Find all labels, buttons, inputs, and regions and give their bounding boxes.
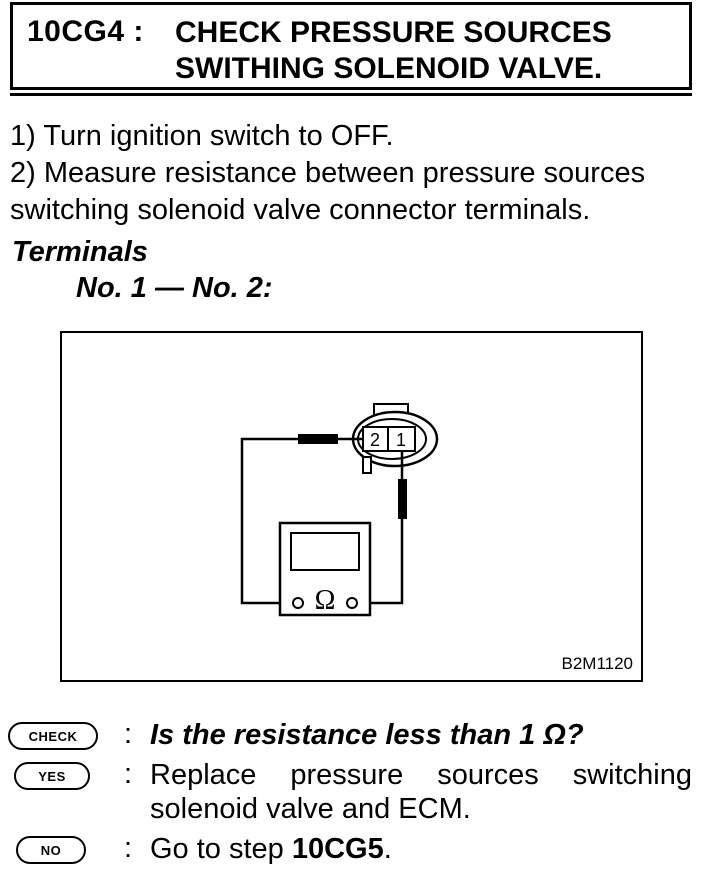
no-colon: : (124, 832, 133, 864)
terminals-heading: Terminals (12, 236, 148, 268)
ohmmeter: Ω (278, 521, 372, 617)
yes-colon: : (124, 758, 133, 790)
step-title-line1: CHECK PRESSURE SOURCES (175, 16, 612, 49)
check-colon: : (124, 718, 133, 750)
no-action: Go to step 10CG5. (150, 832, 692, 866)
step-header: 10CG4 : CHECK PRESSURE SOURCES SWITHING … (10, 2, 692, 90)
instruction-line-1: 1) Turn ignition switch to OFF. (10, 120, 394, 152)
step-title-line2: SWITHING SOLENOID VALVE. (175, 52, 603, 85)
instruction-line-2: 2) Measure resistance between pressure s… (10, 157, 646, 189)
check-question: Is the resistance less than 1 Ω? (150, 719, 584, 751)
check-badge: CHECK (8, 722, 98, 750)
yes-line-2: solenoid valve and ECM. (150, 793, 471, 825)
no-text-prefix: Go to step (150, 833, 292, 865)
step-title: CHECK PRESSURE SOURCES SWITHING SOLENOID… (175, 15, 612, 87)
no-step-link: 10CG5 (291, 833, 384, 865)
yes-badge: YES (14, 762, 90, 790)
figure-id: B2M1120 (561, 654, 633, 673)
step-code: 10CG4 : (27, 15, 144, 48)
solenoid-connector: 2 1 (351, 403, 439, 474)
probe-left (298, 434, 338, 444)
instructions: 1) Turn ignition switch to OFF. 2) Measu… (10, 118, 694, 229)
wiring-diagram: 2 1 Ω (240, 403, 439, 617)
wiring-figure: 2 1 Ω B2M1120 (60, 331, 643, 682)
yes-line-1: Replace pressure sources switching (150, 759, 692, 791)
connector-pin-2: 2 (370, 430, 380, 450)
ohm-symbol: Ω (315, 585, 336, 616)
no-text-suffix: . (383, 833, 392, 865)
connector-pin-1: 1 (396, 430, 406, 450)
instruction-line-3: switching solenoid valve connector termi… (10, 194, 591, 226)
header-rule (10, 93, 692, 96)
no-badge: NO (16, 836, 86, 864)
probe-right (398, 479, 407, 519)
terminals-value: No. 1 — No. 2: (76, 272, 273, 304)
yes-action: Replace pressure sources switching solen… (150, 758, 692, 826)
